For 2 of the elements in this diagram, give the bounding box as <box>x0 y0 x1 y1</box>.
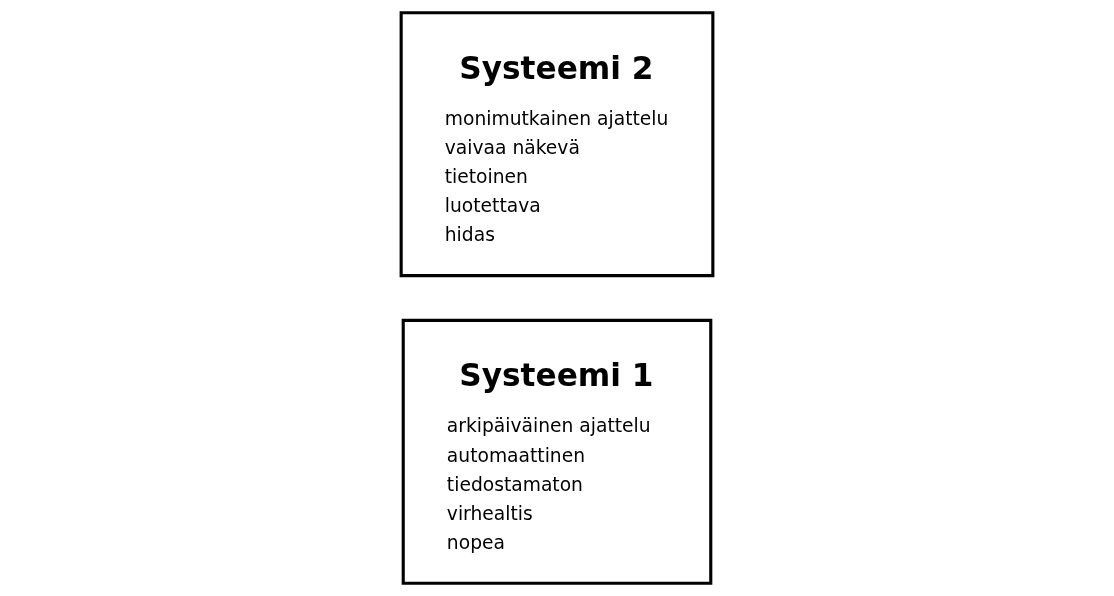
node-box: Systeemi 1 arkipäiväinen ajattelu automaattinen tiedostamaton virhealtis nopea <box>401 318 713 585</box>
node-box: Systeemi 2 monimutkainen ajattelu vaivaa näkevä tietoinen luotettava hidas <box>399 11 715 278</box>
